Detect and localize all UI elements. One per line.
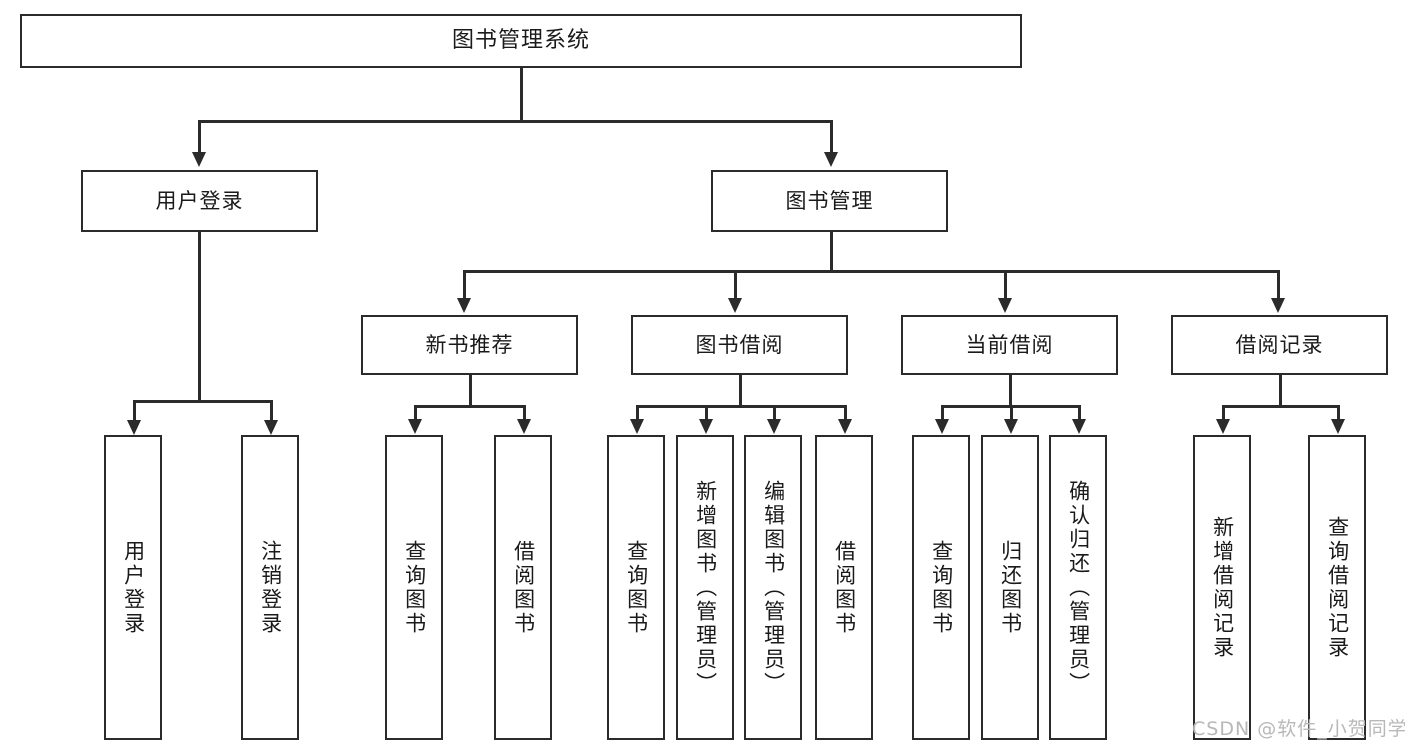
leaf-borrow-book-borrow[interactable]: 借阅图书 xyxy=(815,435,873,740)
leaf-edit-book-admin[interactable]: 编辑图书（管理员） xyxy=(744,435,802,740)
arrowhead-new-book-rec-leaf-2 xyxy=(517,419,531,434)
connector-book-manage-drop-3 xyxy=(1004,270,1007,300)
connector-book-manage-drop-4 xyxy=(1277,270,1280,300)
leaf-query-borrow-record[interactable]: 查询借阅记录 xyxy=(1308,435,1366,740)
arrowhead-current-borrow-leaf-1 xyxy=(935,419,949,434)
leaf-user-logout[interactable]: 注销登录 xyxy=(241,435,299,740)
node-label: 借阅图书 xyxy=(832,539,857,636)
connector-user-login-bus xyxy=(133,400,270,403)
node-borrow-record[interactable]: 借阅记录 xyxy=(1171,315,1388,375)
node-label: 查询图书 xyxy=(624,539,649,636)
connector-root-bus xyxy=(198,120,832,123)
connector-current-borrow-stem xyxy=(1009,375,1012,405)
node-label: 图书管理 xyxy=(785,188,874,213)
node-current-borrow[interactable]: 当前借阅 xyxy=(901,315,1118,375)
node-label: 图书管理系统 xyxy=(451,28,590,54)
node-label: 图书借阅 xyxy=(695,332,784,357)
node-label: 归还图书 xyxy=(998,539,1023,636)
connector-book-borrow-drop-1 xyxy=(636,405,639,421)
arrowhead-user-login-leaf-1 xyxy=(127,420,141,435)
node-label: 借阅记录 xyxy=(1235,332,1324,357)
leaf-return-book[interactable]: 归还图书 xyxy=(981,435,1039,740)
arrowhead-to-current-borrow xyxy=(998,298,1012,313)
connector-new-book-rec-bus xyxy=(414,405,525,408)
node-label: 用户登录 xyxy=(155,188,244,213)
node-label: 用户登录 xyxy=(121,539,146,636)
node-label: 确认归还（管理员） xyxy=(1066,479,1091,696)
arrowhead-book-borrow-leaf-4 xyxy=(838,419,852,434)
leaf-query-book-new-rec[interactable]: 查询图书 xyxy=(385,435,443,740)
leaf-query-book-current[interactable]: 查询图书 xyxy=(912,435,970,740)
connector-borrow-record-bus xyxy=(1222,405,1339,408)
node-new-book-recommend[interactable]: 新书推荐 xyxy=(361,315,578,375)
connector-book-borrow-drop-4 xyxy=(844,405,847,421)
leaf-confirm-return-admin[interactable]: 确认归还（管理员） xyxy=(1049,435,1107,740)
connector-book-manage-drop-1 xyxy=(463,270,466,300)
connector-current-borrow-drop-2 xyxy=(1010,405,1013,421)
arrowhead-book-borrow-leaf-1 xyxy=(630,419,644,434)
connector-book-manage-drop-2 xyxy=(734,270,737,300)
leaf-add-borrow-record[interactable]: 新增借阅记录 xyxy=(1193,435,1251,740)
connector-user-login-stem xyxy=(198,232,201,400)
arrowhead-book-borrow-leaf-3 xyxy=(767,419,781,434)
node-label: 当前借阅 xyxy=(965,332,1054,357)
connector-user-login-drop-1 xyxy=(133,400,136,422)
connector-current-borrow-drop-3 xyxy=(1078,405,1081,421)
leaf-borrow-book-new-rec[interactable]: 借阅图书 xyxy=(494,435,552,740)
connector-root-stem xyxy=(520,68,523,120)
connector-current-borrow-drop-1 xyxy=(941,405,944,421)
node-label: 新书推荐 xyxy=(425,332,514,357)
connector-new-book-rec-stem xyxy=(469,375,472,405)
node-label: 借阅图书 xyxy=(511,539,536,636)
connector-root-to-book-manage xyxy=(830,120,833,152)
node-book-management[interactable]: 图书管理 xyxy=(711,170,948,232)
node-label: 注销登录 xyxy=(258,539,283,636)
leaf-user-login[interactable]: 用户登录 xyxy=(104,435,162,740)
arrowhead-new-book-rec-leaf-1 xyxy=(408,419,422,434)
connector-new-book-rec-drop-2 xyxy=(523,405,526,421)
node-user-login[interactable]: 用户登录 xyxy=(81,170,318,232)
arrowhead-to-book-borrow xyxy=(728,298,742,313)
arrowhead-current-borrow-leaf-3 xyxy=(1072,419,1086,434)
node-book-management-system[interactable]: 图书管理系统 xyxy=(20,14,1022,68)
node-label: 查询图书 xyxy=(929,539,954,636)
node-label: 编辑图书（管理员） xyxy=(761,479,786,696)
leaf-add-book-admin[interactable]: 新增图书（管理员） xyxy=(676,435,734,740)
connector-borrow-record-drop-1 xyxy=(1222,405,1225,421)
connector-borrow-record-drop-2 xyxy=(1337,405,1340,421)
connector-book-borrow-stem xyxy=(739,375,742,405)
arrowhead-root-to-book-manage xyxy=(824,152,838,167)
connector-new-book-rec-drop-1 xyxy=(414,405,417,421)
connector-user-login-drop-2 xyxy=(270,400,273,422)
arrowhead-borrow-record-leaf-2 xyxy=(1331,419,1345,434)
leaf-query-book-borrow[interactable]: 查询图书 xyxy=(607,435,665,740)
arrowhead-root-to-user-login xyxy=(192,152,206,167)
arrowhead-current-borrow-leaf-2 xyxy=(1004,419,1018,434)
connector-book-manage-stem xyxy=(830,232,833,270)
node-label: 新增借阅记录 xyxy=(1210,515,1235,660)
connector-book-manage-bus xyxy=(463,270,1280,273)
arrowhead-borrow-record-leaf-1 xyxy=(1216,419,1230,434)
connector-book-borrow-bus xyxy=(636,405,846,408)
arrowhead-to-new-book-rec xyxy=(457,298,471,313)
node-label: 新增图书（管理员） xyxy=(693,479,718,696)
node-book-borrow[interactable]: 图书借阅 xyxy=(631,315,848,375)
arrowhead-user-login-leaf-2 xyxy=(264,420,278,435)
node-label: 查询图书 xyxy=(402,539,427,636)
connector-root-to-user-login xyxy=(198,120,201,152)
arrowhead-to-borrow-record xyxy=(1271,298,1285,313)
node-label: 查询借阅记录 xyxy=(1325,515,1350,660)
connector-borrow-record-stem xyxy=(1279,375,1282,405)
arrowhead-book-borrow-leaf-2 xyxy=(699,419,713,434)
connector-book-borrow-drop-3 xyxy=(773,405,776,421)
connector-book-borrow-drop-2 xyxy=(705,405,708,421)
